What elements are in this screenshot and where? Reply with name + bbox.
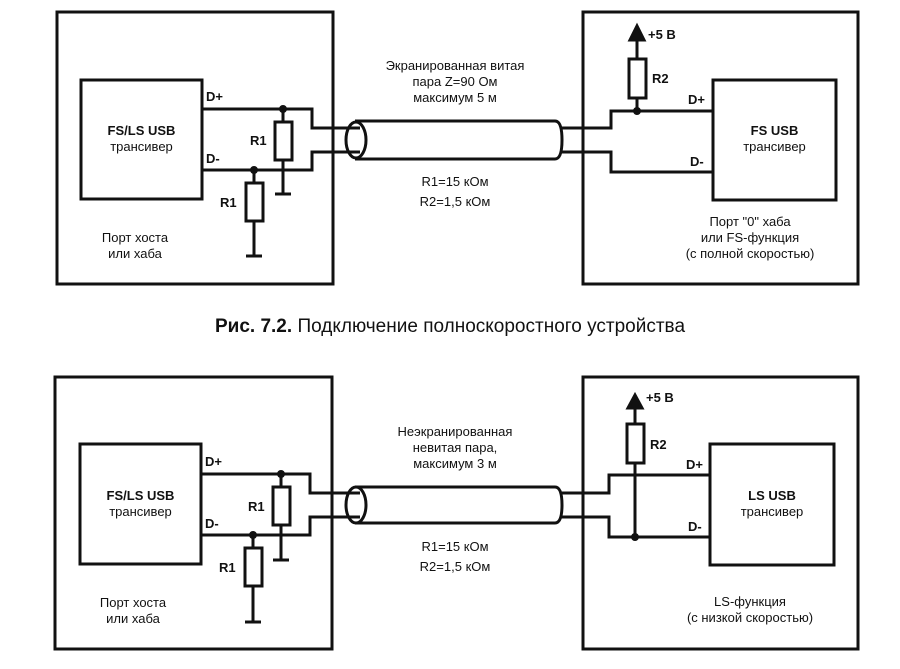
port-label-line: или хаба (108, 246, 162, 261)
dplus-label: D+ (688, 92, 705, 107)
device-label-line: Порт "0" хаба (709, 214, 791, 229)
dminus-label: D- (205, 516, 219, 531)
cable-shield-bottom (355, 485, 564, 525)
cable-desc-line: пара Z=90 Ом (412, 74, 498, 89)
figure-title: Подключение полноскоростного устройства (297, 316, 686, 337)
transceiver-type: трансивер (109, 504, 172, 519)
cable-desc-line: максимум 3 м (413, 456, 497, 471)
dplus-label: D+ (206, 89, 223, 104)
device-dminus-wire-top (583, 150, 713, 174)
device-port-box-bottom (581, 375, 860, 651)
dplus-label: D+ (205, 454, 222, 469)
r2-label: R2 (652, 71, 669, 86)
supply-arrow-icon (625, 391, 645, 410)
device-label-line: (с полной скоростью) (685, 246, 815, 261)
host-dplus-wire-bottom (201, 472, 345, 495)
cable-description-bottom: Неэкранированная невитая пара, максимум … (345, 424, 565, 472)
device-transceiver-box-bottom (708, 442, 836, 567)
transceiver-type: трансивер (743, 139, 806, 154)
transceiver-name: FS/LS USB (106, 488, 175, 503)
supply-label: +5 В (646, 390, 674, 405)
resistor-r2-bottom (625, 422, 646, 465)
device-transceiver-label-bottom: LS USB трансивер (710, 488, 834, 520)
cable-description-top: Экранированная витая пара Z=90 Ом максим… (345, 58, 565, 106)
port-label-line: Порт хоста (101, 230, 169, 245)
host-port-box-bottom (53, 375, 334, 651)
cable-desc-line: Экранированная витая (385, 58, 525, 73)
resistor-r1-dminus-top (244, 181, 265, 223)
device-label-line: или FS-функция (700, 230, 800, 245)
host-port-label-bottom: Порт хоста или хаба (78, 595, 188, 627)
cable-desc-line: невитая пара, (412, 440, 498, 455)
transceiver-name: FS/LS USB (107, 123, 176, 138)
device-port-label-bottom: LS-функция (с низкой скоростью) (650, 594, 850, 626)
host-port-box-top (55, 10, 335, 286)
cable-shield-top (355, 119, 564, 161)
port-label-line: или хаба (106, 611, 160, 626)
host-dplus-wire-top (202, 107, 345, 130)
r2-value: R2=1,5 кОм (419, 559, 491, 574)
r2-value: R2=1,5 кОм (419, 194, 491, 209)
device-dplus-wire-bottom (583, 473, 710, 495)
cable-desc-line: максимум 5 м (413, 90, 497, 105)
device-label-line: (с низкой скоростью) (686, 610, 814, 625)
r1-label: R1 (248, 499, 265, 514)
cable-desc-line: Неэкранированная (397, 424, 513, 439)
transceiver-name: LS USB (748, 488, 796, 503)
resistor-r1-dplus-bottom (271, 485, 292, 527)
r1-label: R1 (250, 133, 267, 148)
resistor-values-top: R1=15 кОм R2=1,5 кОм (345, 172, 565, 212)
supply-arrow-icon (627, 22, 647, 42)
device-transceiver-label-top: FS USB трансивер (713, 123, 836, 155)
host-transceiver-box-top (79, 78, 204, 201)
host-transceiver-label-bottom: FS/LS USB трансивер (80, 488, 201, 520)
transceiver-type: трансивер (110, 139, 173, 154)
supply-label: +5 В (648, 27, 676, 42)
resistor-r1-dminus-bottom (243, 546, 264, 588)
device-transceiver-box-top (711, 78, 838, 202)
device-dminus-wire-bottom (583, 515, 710, 539)
dplus-label: D+ (686, 457, 703, 472)
port-label-line: Порт хоста (99, 595, 167, 610)
figure-number: Рис. 7.2. (214, 316, 293, 337)
host-port-label-top: Порт хоста или хаба (80, 230, 190, 262)
device-port-label-top: Порт "0" хаба или FS-функция (с полной с… (650, 214, 850, 262)
resistor-values-bottom: R1=15 кОм R2=1,5 кОм (345, 537, 565, 577)
resistor-r2-top (627, 57, 648, 100)
r1-label: R1 (219, 560, 236, 575)
cable-end-top (344, 120, 368, 160)
r1-value: R1=15 кОм (421, 174, 489, 189)
transceiver-name: FS USB (750, 123, 799, 138)
r1-label: R1 (220, 195, 237, 210)
device-dplus-wire-top (583, 109, 713, 130)
dminus-label: D- (688, 519, 702, 534)
resistor-r1-dplus-top (273, 120, 294, 162)
dminus-label: D- (206, 151, 220, 166)
dminus-label: D- (690, 154, 704, 169)
r2-label: R2 (650, 437, 667, 452)
device-label-line: LS-функция (714, 594, 786, 609)
device-port-box-top (581, 10, 860, 286)
cable-end-bottom (344, 485, 368, 525)
transceiver-type: трансивер (740, 504, 804, 519)
host-transceiver-label-top: FS/LS USB трансивер (81, 123, 202, 155)
figure-caption: Рис. 7.2. Подключение полноскоростного у… (0, 316, 900, 338)
host-transceiver-box-bottom (78, 442, 203, 566)
r1-value: R1=15 кОм (421, 539, 489, 554)
